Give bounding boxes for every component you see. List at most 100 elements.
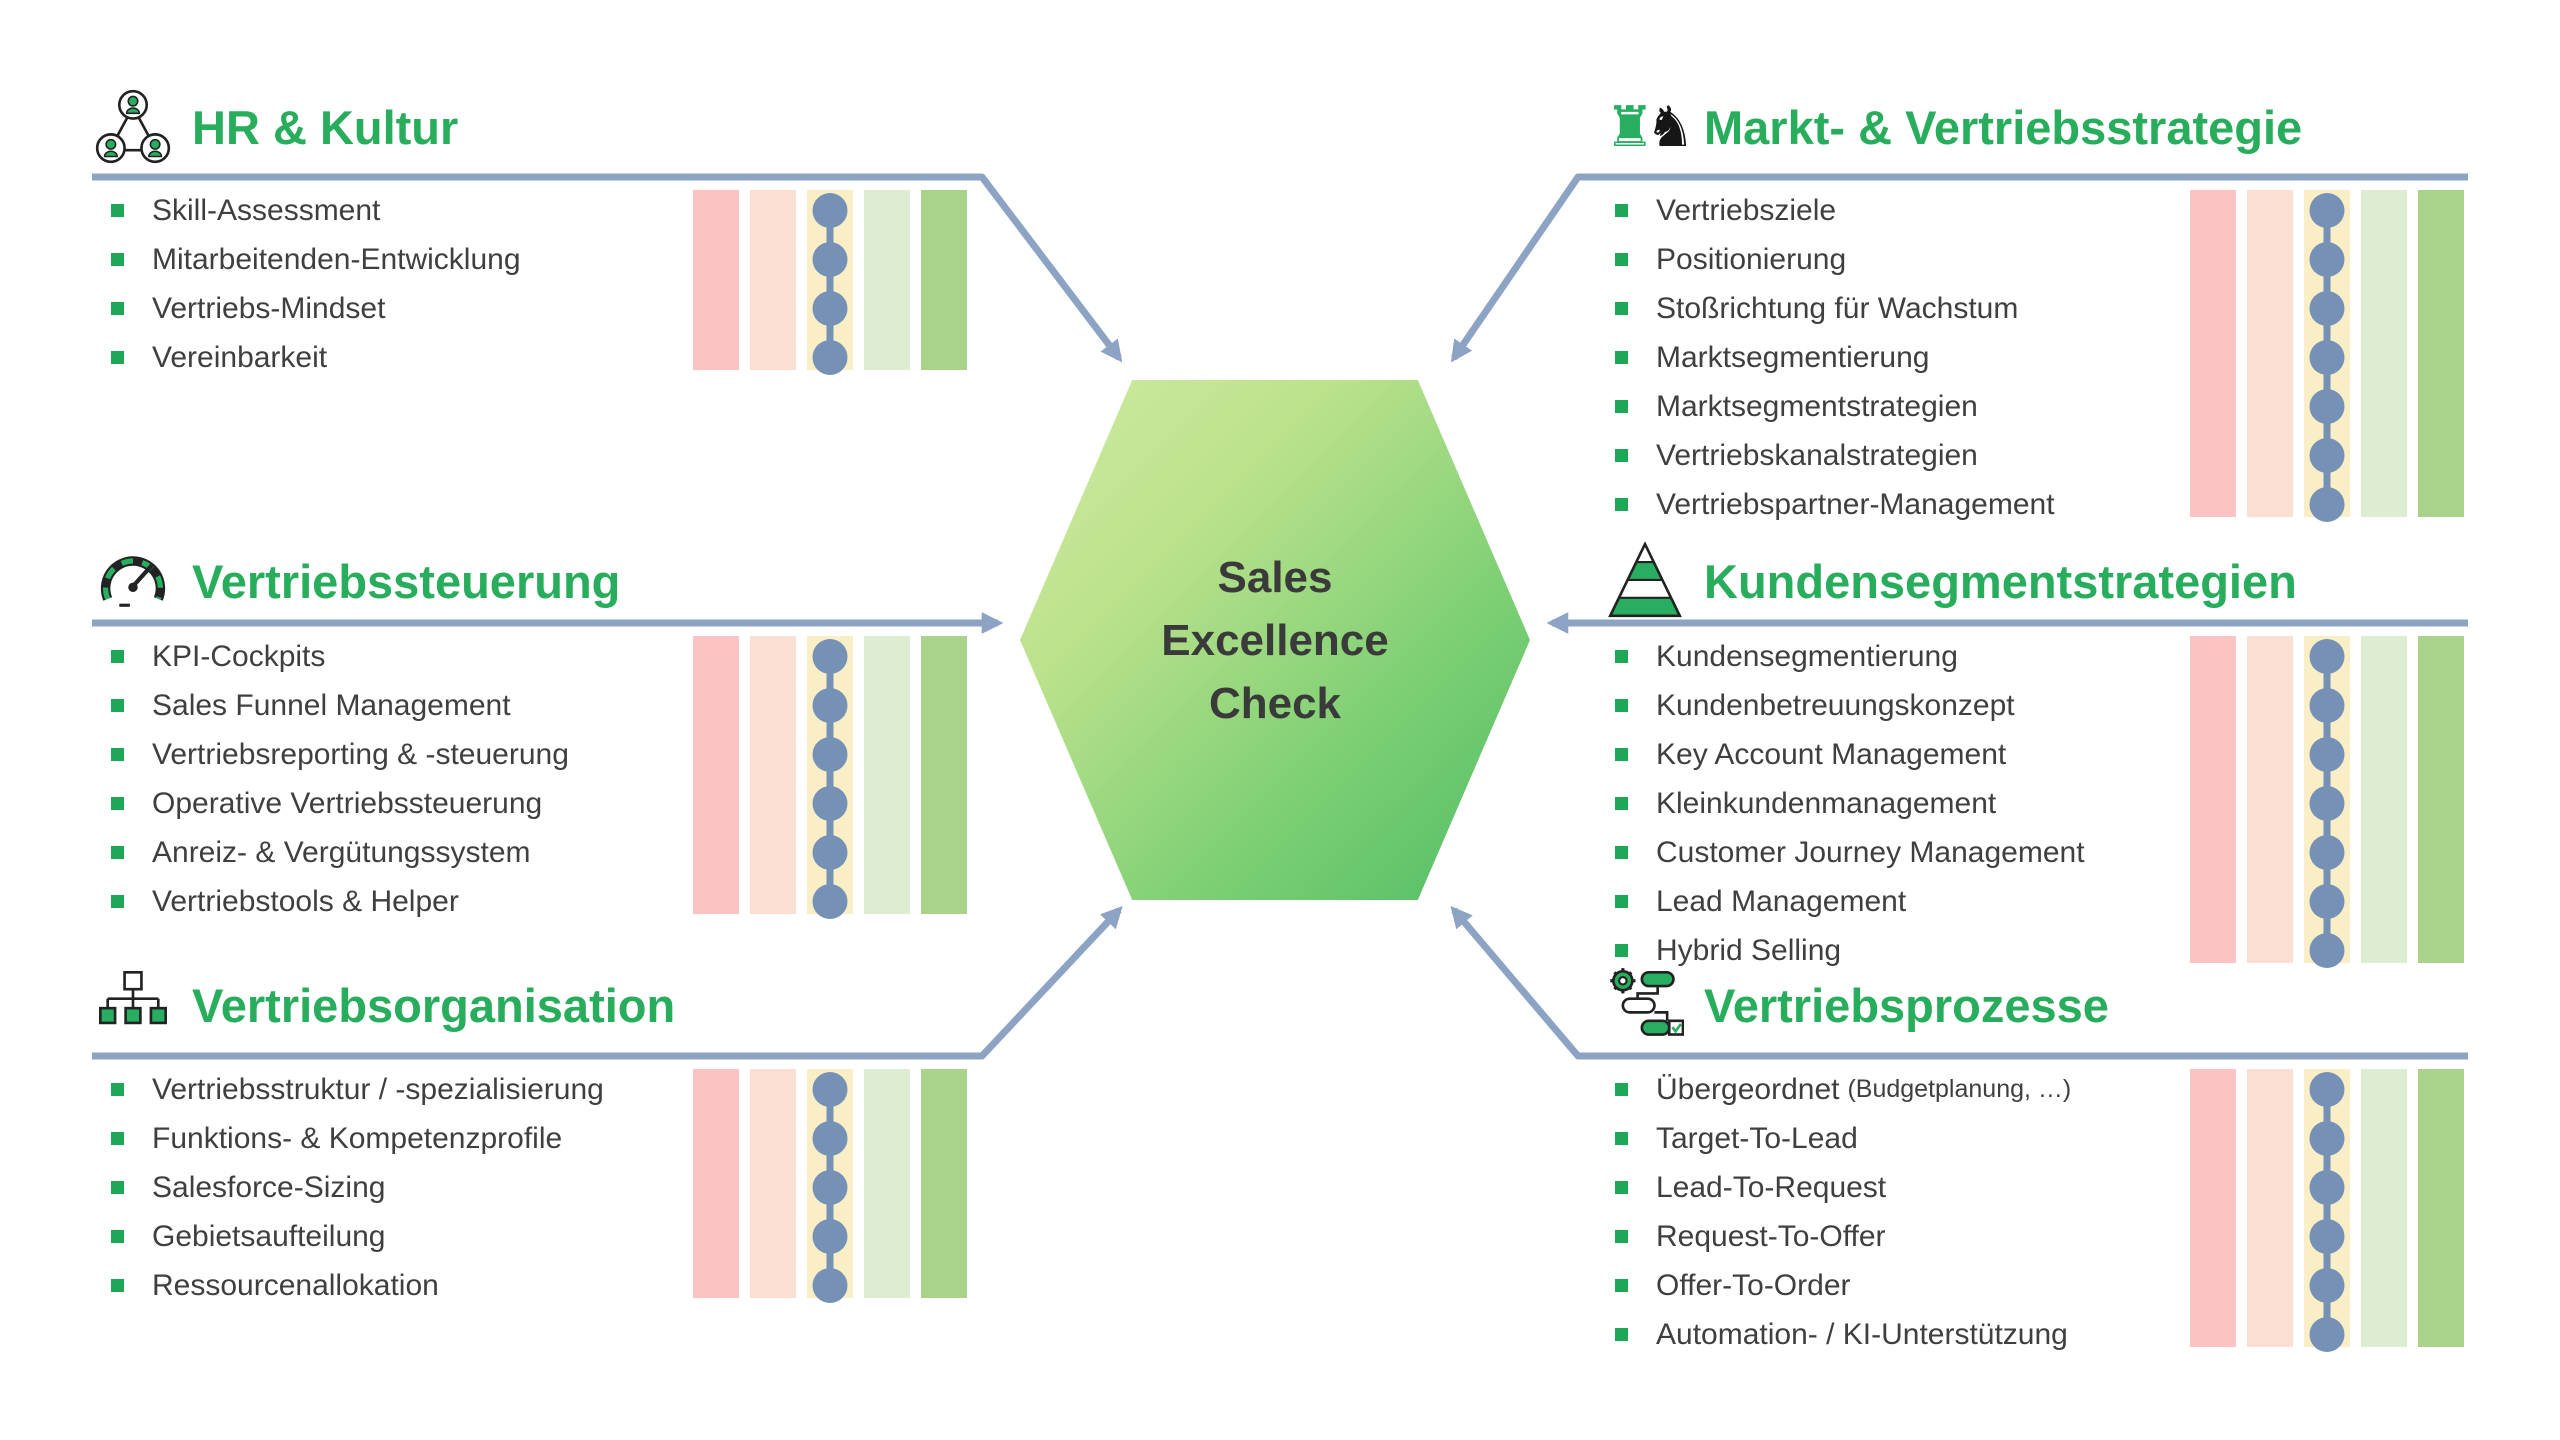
item-label: KPI-Cockpits bbox=[152, 639, 326, 673]
item-label: Skill-Assessment bbox=[152, 193, 381, 227]
connector-bottom-right bbox=[1450, 905, 2468, 1060]
bullet-square-icon bbox=[1615, 204, 1628, 217]
item-label: Mitarbeitenden-Entwicklung bbox=[152, 242, 521, 276]
list-item: Vertriebspartner-Management bbox=[1600, 480, 2055, 529]
rating-dots bbox=[812, 639, 848, 919]
rating-column bbox=[750, 1069, 796, 1298]
list-item: Lead-To-Request bbox=[1600, 1163, 2071, 1212]
rating-column bbox=[864, 190, 910, 370]
rating-column bbox=[921, 1069, 967, 1298]
item-label: Operative Vertriebssteuerung bbox=[152, 786, 543, 820]
list-item: Vertriebsziele bbox=[1600, 186, 2055, 235]
list-item: Automation- / KI-Unterstützung bbox=[1600, 1310, 2071, 1359]
rating-column bbox=[693, 190, 739, 370]
connector-top-right bbox=[1450, 173, 2468, 363]
bullet-square-icon bbox=[111, 302, 124, 315]
list-item: KPI-Cockpits bbox=[96, 632, 569, 681]
section-header-hr-kultur: HR & Kultur bbox=[94, 84, 458, 170]
list-item: Skill-Assessment bbox=[96, 186, 521, 235]
item-label: Funktions- & Kompetenzprofile bbox=[152, 1121, 563, 1155]
item-label: Vereinbarkeit bbox=[152, 340, 328, 374]
section-header-vertriebssteuerung: Vertriebssteuerung bbox=[94, 538, 620, 624]
bullet-square-icon bbox=[111, 797, 124, 810]
rating-chart bbox=[693, 1069, 967, 1303]
bullet-square-icon bbox=[1615, 944, 1628, 957]
rating-chart bbox=[693, 636, 967, 919]
bullet-square-icon bbox=[1615, 1230, 1628, 1243]
list-item: Operative Vertriebssteuerung bbox=[96, 779, 569, 828]
hexagon-title-line: Excellence bbox=[1161, 615, 1389, 665]
bullet-square-icon bbox=[111, 1132, 124, 1145]
bullet-square-icon bbox=[1615, 400, 1628, 413]
item-label: Vertriebsreporting & -steuerung bbox=[152, 737, 569, 771]
list-item: Kleinkundenmanagement bbox=[1600, 779, 2085, 828]
list-item: Customer Journey Management bbox=[1600, 828, 2085, 877]
item-label: Stoßrichtung für Wachstum bbox=[1656, 291, 2019, 325]
list-item: Request-To-Offer bbox=[1600, 1212, 2071, 1261]
pyramid-icon bbox=[1606, 542, 1684, 620]
item-label: Kundenbetreuungskonzept bbox=[1656, 688, 2015, 722]
bullet-square-icon bbox=[1615, 1083, 1628, 1096]
rating-column bbox=[2361, 636, 2407, 963]
bullet-square-icon bbox=[1615, 797, 1628, 810]
bullet-square-icon bbox=[1615, 1132, 1628, 1145]
item-label: Target-To-Lead bbox=[1656, 1121, 1858, 1155]
list-item: Salesforce-Sizing bbox=[96, 1163, 604, 1212]
list-item: Ressourcenallokation bbox=[96, 1261, 604, 1310]
rating-column bbox=[693, 636, 739, 914]
section-title: Vertriebsprozesse bbox=[1704, 978, 2109, 1032]
item-label: Anreiz- & Vergütungssystem bbox=[152, 835, 531, 869]
rating-chart bbox=[2190, 190, 2464, 522]
item-label: Marktsegmentstrategien bbox=[1656, 389, 1978, 423]
connector-top-left bbox=[92, 173, 1123, 363]
rating-column bbox=[2247, 190, 2293, 517]
list-item: Kundensegmentierung bbox=[1600, 632, 2085, 681]
bullet-square-icon bbox=[1615, 895, 1628, 908]
item-list: Übergeordnet(Budgetplanung, …) Target-To-… bbox=[1600, 1065, 2071, 1359]
bullet-square-icon bbox=[111, 699, 124, 712]
rating-column bbox=[864, 1069, 910, 1298]
list-item: Gebietsaufteilung bbox=[96, 1212, 604, 1261]
item-label: Kleinkundenmanagement bbox=[1656, 786, 1997, 820]
item-note: (Budgetplanung, …) bbox=[1847, 1075, 2072, 1103]
list-item: Marktsegmentierung bbox=[1600, 333, 2055, 382]
rating-chart bbox=[693, 190, 967, 375]
item-label: Übergeordnet bbox=[1656, 1072, 1840, 1106]
section-header-vertriebsprozesse: Vertriebsprozesse bbox=[1606, 962, 2109, 1048]
bullet-square-icon bbox=[1615, 846, 1628, 859]
rating-chart bbox=[2190, 636, 2464, 968]
item-label: Kundensegmentierung bbox=[1656, 639, 1958, 673]
item-label: Lead-To-Request bbox=[1656, 1170, 1887, 1204]
list-item: Vertriebstools & Helper bbox=[96, 877, 569, 926]
process-icon bbox=[1606, 966, 1684, 1044]
item-label: Vertriebsstruktur / -spezialisierung bbox=[152, 1072, 604, 1106]
bullet-square-icon bbox=[111, 1083, 124, 1096]
bullet-square-icon bbox=[111, 253, 124, 266]
item-label: Hybrid Selling bbox=[1656, 933, 1842, 967]
center-hexagon: Sales Excellence Check bbox=[1020, 380, 1530, 900]
list-item: Sales Funnel Management bbox=[96, 681, 569, 730]
rating-column bbox=[2190, 190, 2236, 517]
section-header-kundensegmentstrategien: Kundensegmentstrategien bbox=[1606, 538, 2297, 624]
list-item: Lead Management bbox=[1600, 877, 2085, 926]
bullet-square-icon bbox=[1615, 1328, 1628, 1341]
list-item: Mitarbeitenden-Entwicklung bbox=[96, 235, 521, 284]
item-label: Sales Funnel Management bbox=[152, 688, 511, 722]
item-label: Customer Journey Management bbox=[1656, 835, 2085, 869]
bullet-square-icon bbox=[111, 650, 124, 663]
bullet-square-icon bbox=[111, 895, 124, 908]
list-item: Funktions- & Kompetenzprofile bbox=[96, 1114, 604, 1163]
rating-column bbox=[2418, 190, 2464, 517]
gauge-icon bbox=[94, 542, 172, 620]
section-header-vertriebsorganisation: Vertriebsorganisation bbox=[94, 962, 675, 1048]
rating-column bbox=[750, 190, 796, 370]
list-item: Vertriebsstruktur / -spezialisierung bbox=[96, 1065, 604, 1114]
bullet-square-icon bbox=[1615, 253, 1628, 266]
rating-dots bbox=[2309, 1072, 2345, 1352]
bullet-square-icon bbox=[1615, 1181, 1628, 1194]
rating-column bbox=[864, 636, 910, 914]
